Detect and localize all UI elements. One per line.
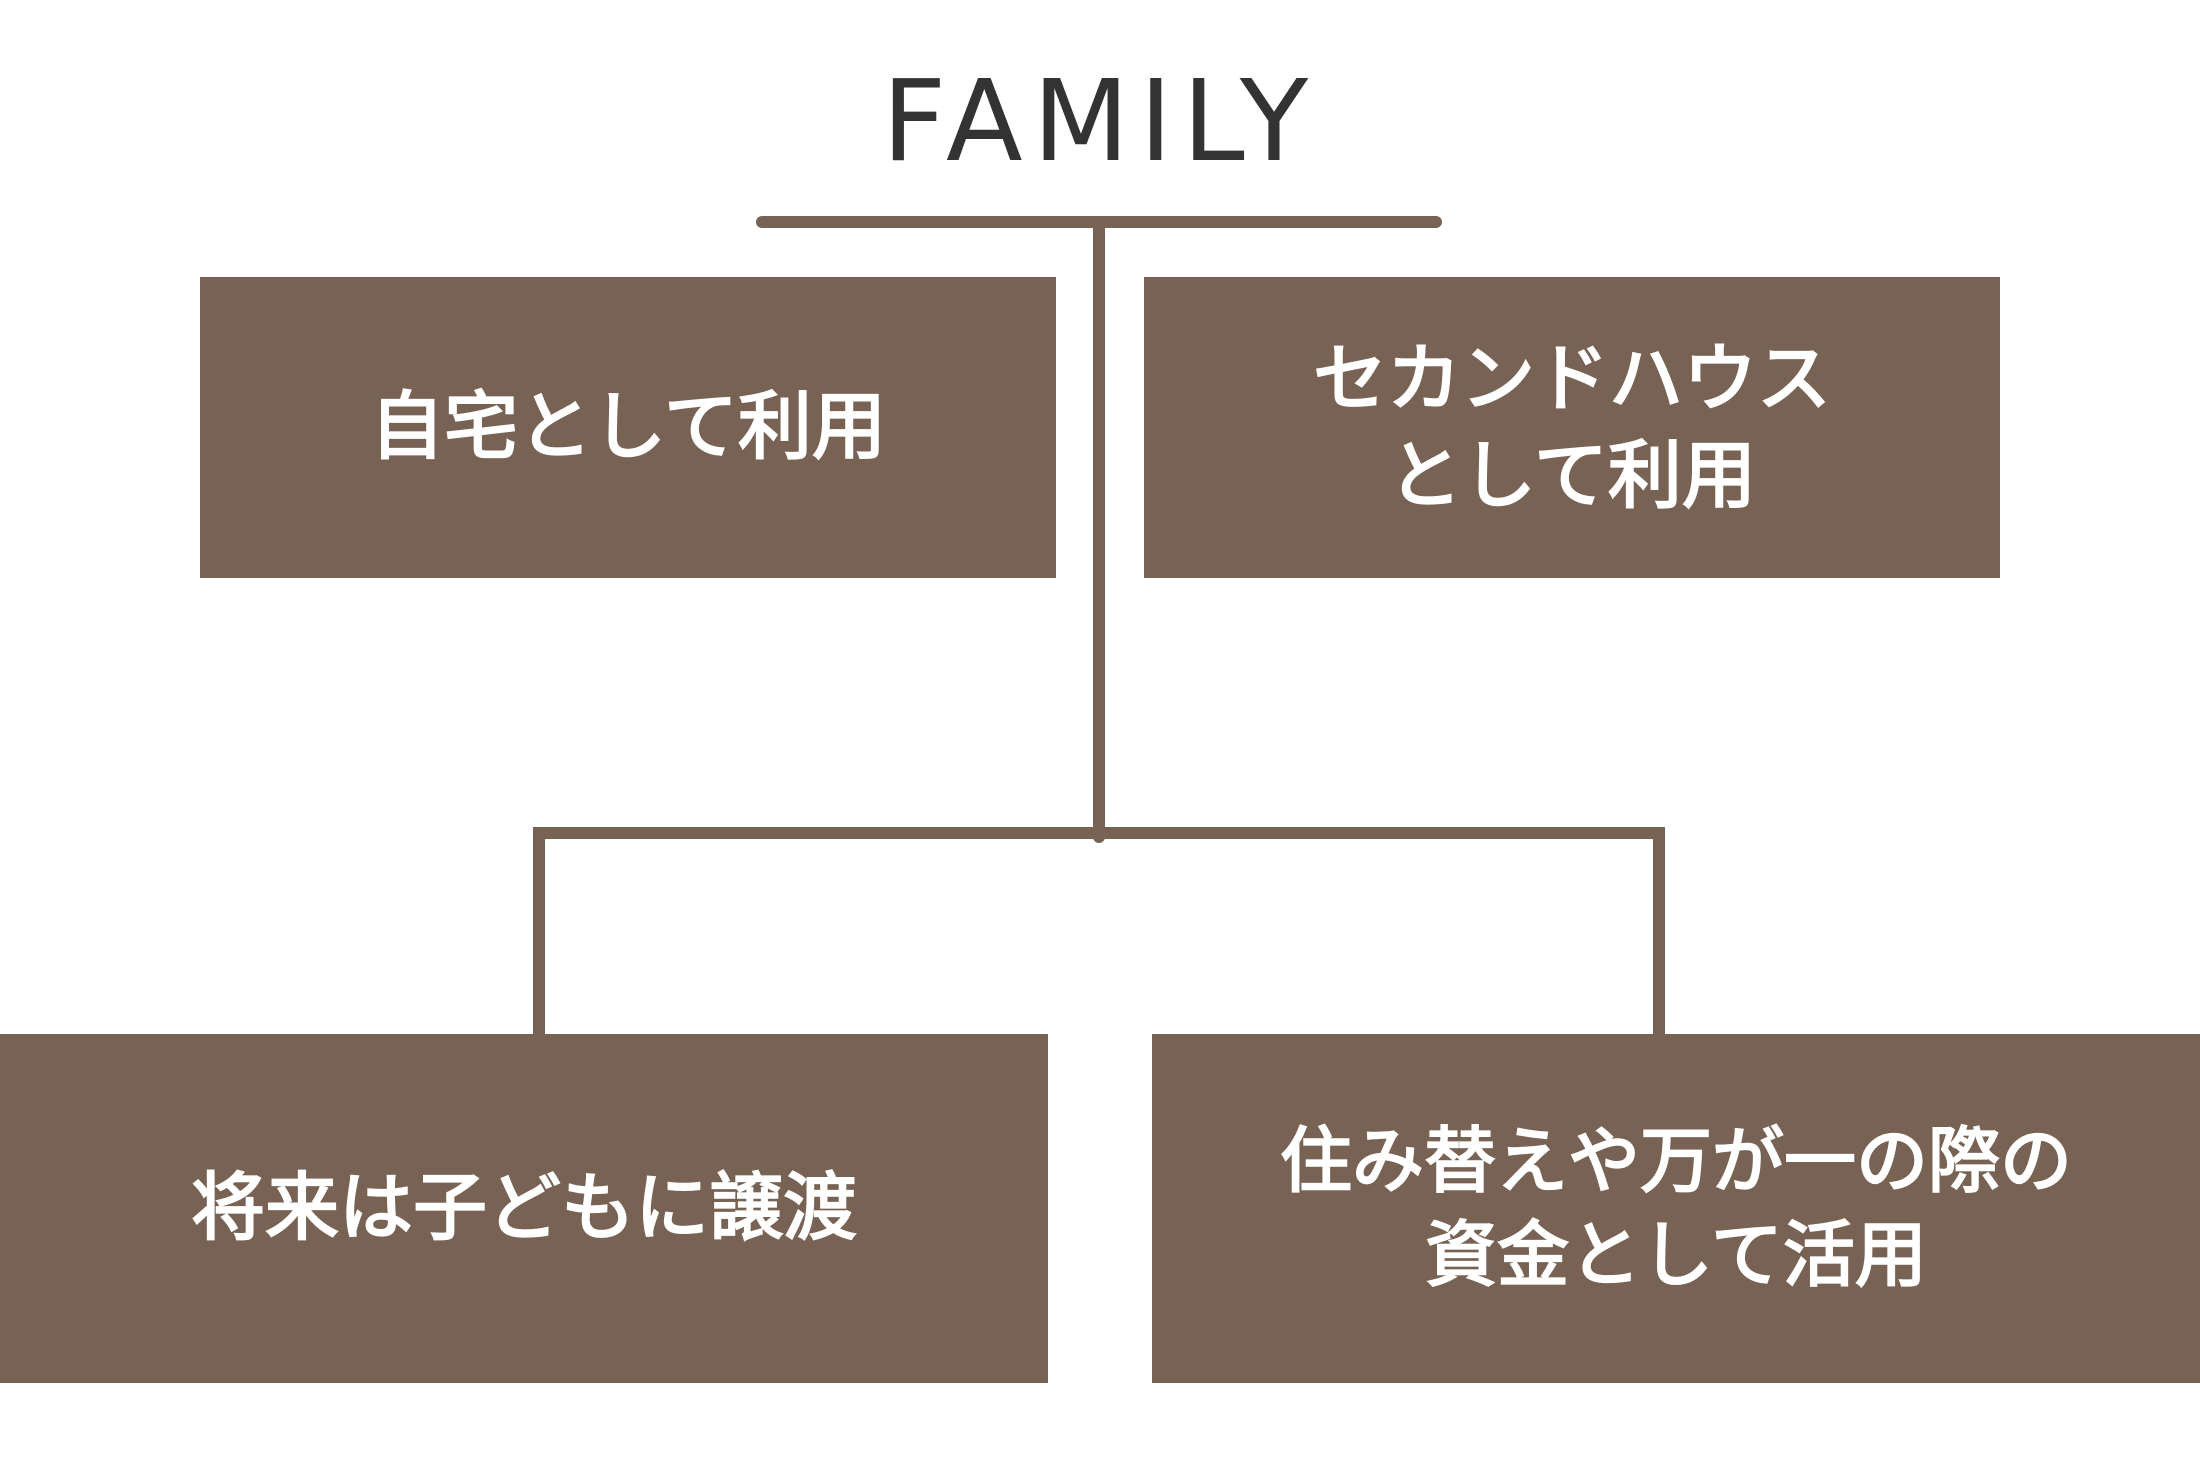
bottom-branch — [533, 827, 1665, 1034]
diagram-title: FAMILY — [881, 57, 1319, 187]
node-transfer-to-children: 将来は子どもに譲渡 — [0, 1034, 1048, 1383]
node-home-use: 自宅として利用 — [200, 277, 1056, 578]
node-funds-use: 住み替えや万が一の際の 資金として活用 — [1152, 1034, 2200, 1383]
node-second-house: セカンドハウス として利用 — [1144, 277, 2000, 578]
